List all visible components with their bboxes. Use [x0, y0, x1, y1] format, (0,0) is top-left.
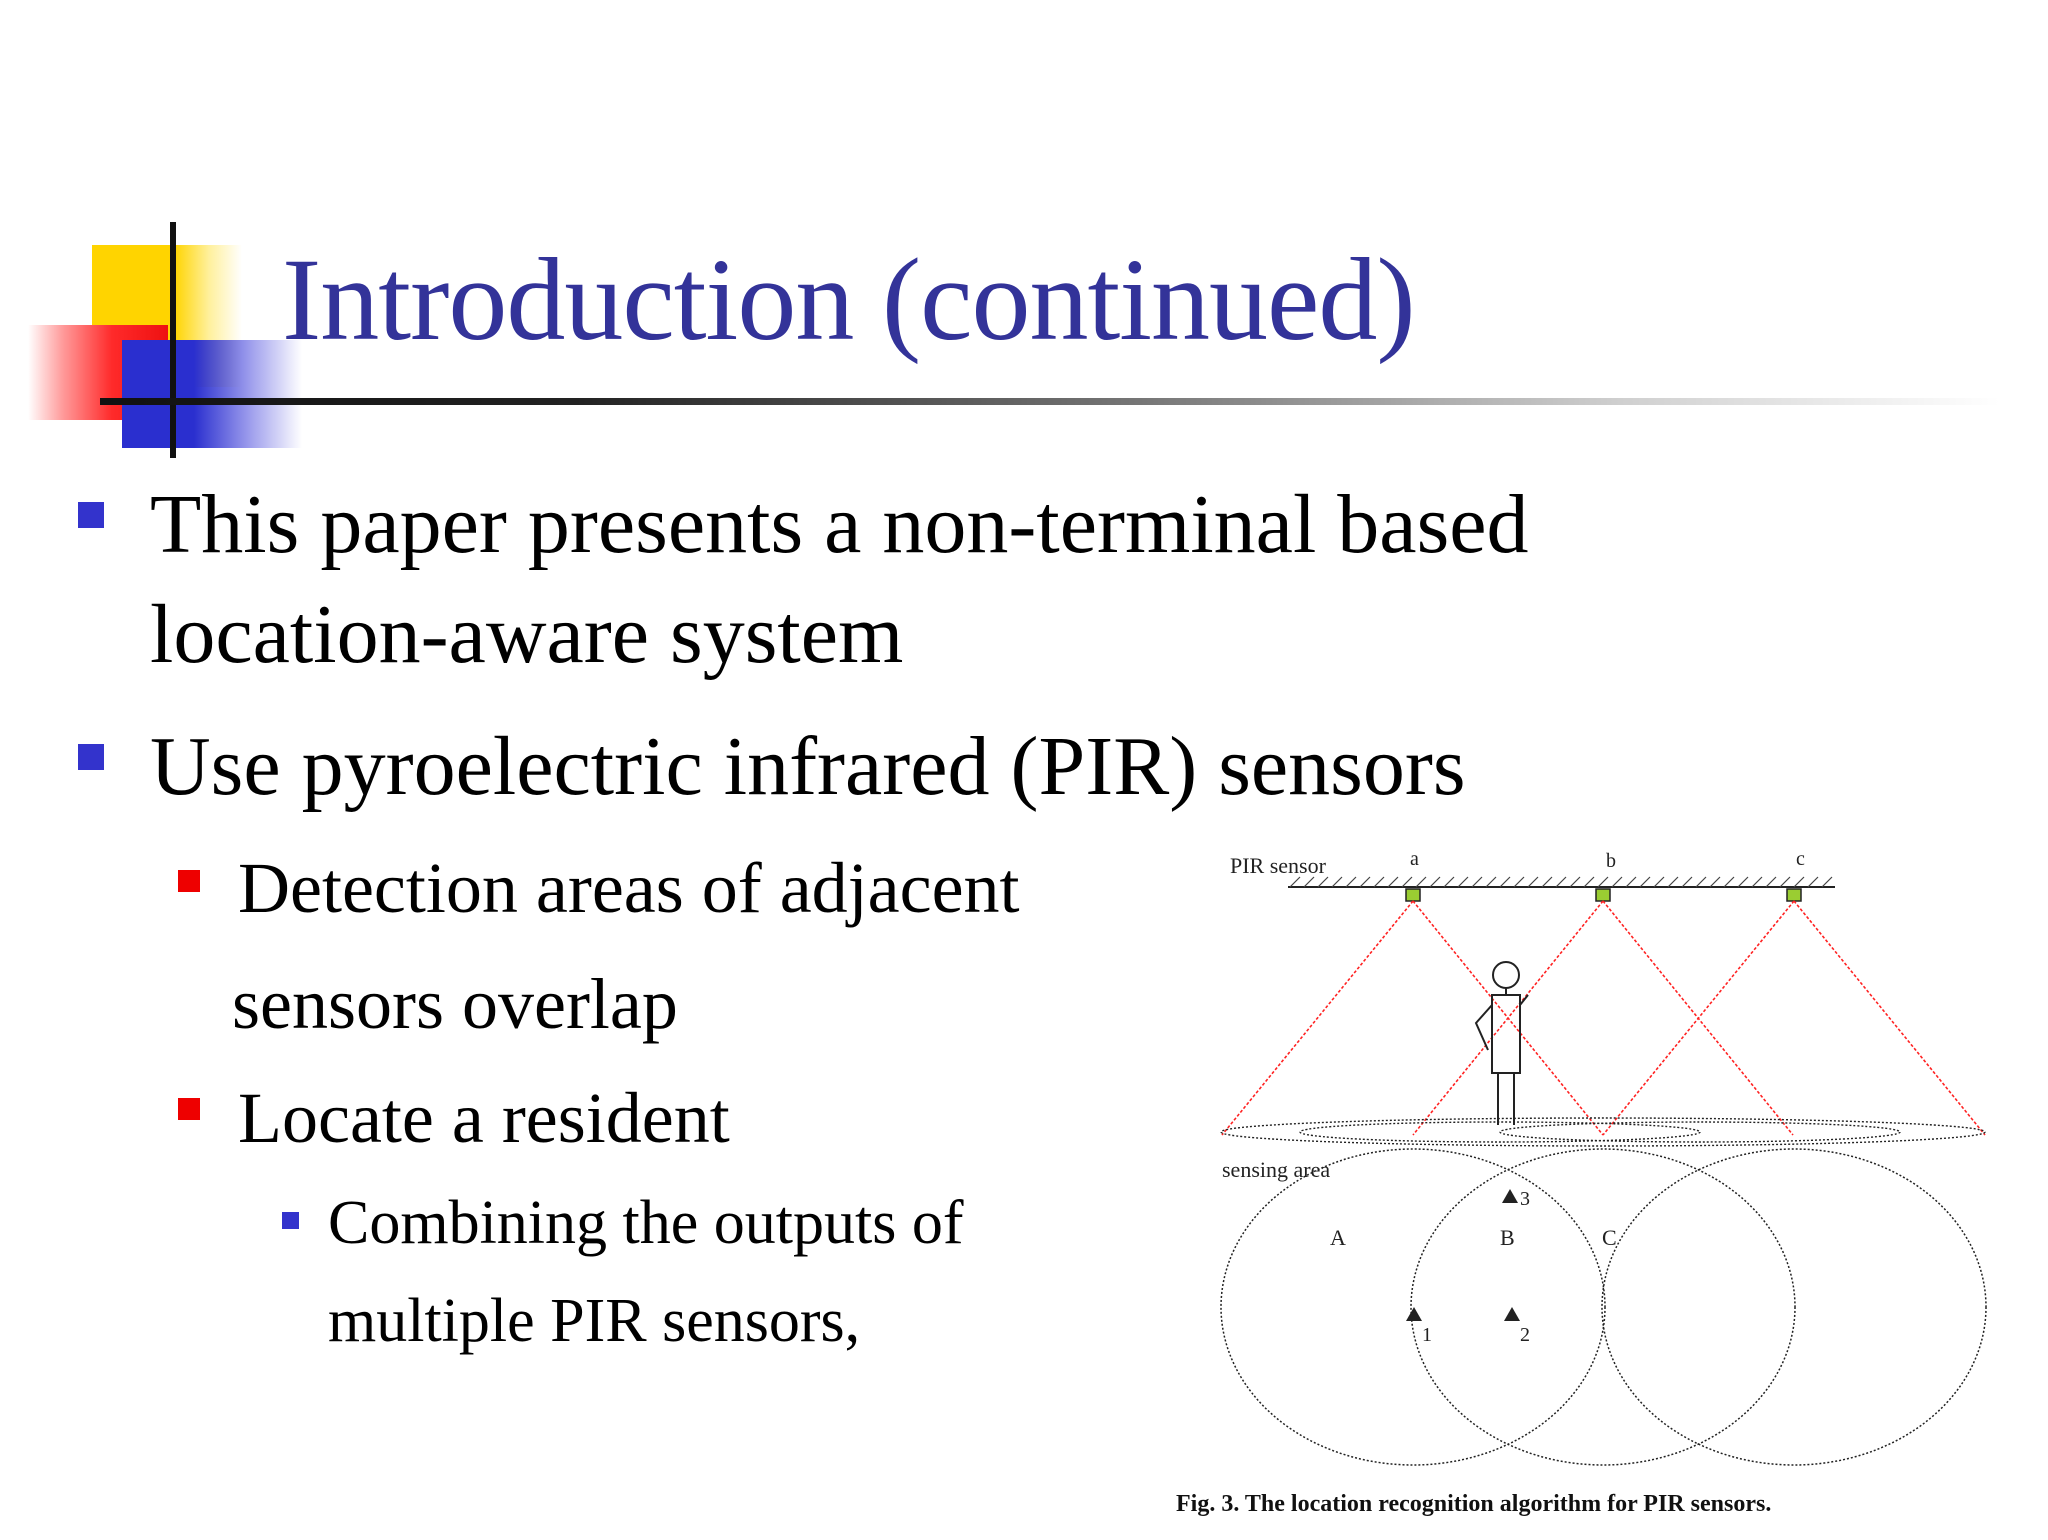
title-decoration-blue: [122, 340, 302, 448]
bullet-text-line: Detection areas of adjacent: [238, 848, 1020, 928]
pir-sensor-c: [1786, 888, 1802, 902]
sensor-c-label: c: [1796, 848, 1805, 870]
pir-sensor-a: [1405, 888, 1421, 902]
area-a-label: A: [1330, 1225, 1346, 1250]
point-2-marker: [1504, 1307, 1520, 1321]
bullet-text-line: Use pyroelectric infrared (PIR) sensors: [150, 720, 1466, 813]
area-c-label: C: [1602, 1225, 1617, 1250]
bullet-text-line: This paper presents a non-terminal based: [150, 478, 1529, 571]
pir-sensor-figure: PIR sensor a b c: [1170, 845, 2010, 1535]
title-underline: [100, 398, 2000, 405]
sensor-a-label: a: [1410, 848, 1419, 870]
bullet-text-line: multiple PIR sensors,: [328, 1287, 861, 1355]
bullet-item-pir-sensors: Use pyroelectric infrared (PIR) sensors: [150, 712, 1466, 822]
pir-sensor-label: PIR sensor: [1230, 853, 1327, 878]
bullet-text-line: Combining the outputs of: [328, 1189, 964, 1257]
figure-caption: Fig. 3. The location recognition algorit…: [1176, 1491, 1771, 1517]
detection-cones: [1221, 900, 1986, 1136]
point-2-label: 2: [1520, 1324, 1530, 1346]
point-3-label: 3: [1520, 1188, 1530, 1210]
bullet-item-combining-outputs: Combining the outputs of multiple PIR se…: [328, 1174, 964, 1370]
pir-diagram: PIR sensor a b c: [1176, 848, 1987, 1517]
bullet-marker-square: [78, 502, 104, 528]
sensor-b-label: b: [1606, 850, 1616, 872]
floor-ellipses: [1220, 1117, 1986, 1147]
bullet-text-line: Locate a resident: [238, 1078, 730, 1158]
sensing-area-label: sensing area: [1222, 1157, 1330, 1182]
bullet-marker-square: [282, 1212, 299, 1229]
point-1-label: 1: [1422, 1324, 1432, 1346]
bullet-text-line: location-aware system: [150, 588, 904, 681]
ceiling-hatching: [1289, 876, 1833, 888]
bullet-marker-square: [78, 744, 104, 770]
point-3-marker: [1502, 1189, 1518, 1203]
bullet-item-locate-resident: Locate a resident: [238, 1060, 730, 1176]
area-b-label: B: [1500, 1225, 1515, 1250]
bullet-item-non-terminal: This paper presents a non-terminal based…: [150, 470, 1529, 690]
bullet-text-line: sensors overlap: [232, 964, 678, 1044]
title-decoration-vertical-line: [170, 222, 176, 458]
pir-sensor-b: [1595, 888, 1611, 902]
resident-figure: [1474, 961, 1529, 1125]
slide-title: Introduction (continued): [282, 234, 1416, 365]
point-1-marker: [1406, 1307, 1422, 1321]
sensing-area-circles: [1220, 1148, 1987, 1466]
bullet-marker-square: [178, 870, 200, 892]
bullet-item-detection-areas: Detection areas of adjacent: [238, 830, 1020, 946]
bullet-marker-square: [178, 1098, 200, 1120]
bullet-item-detection-areas-continued: sensors overlap: [232, 946, 678, 1062]
